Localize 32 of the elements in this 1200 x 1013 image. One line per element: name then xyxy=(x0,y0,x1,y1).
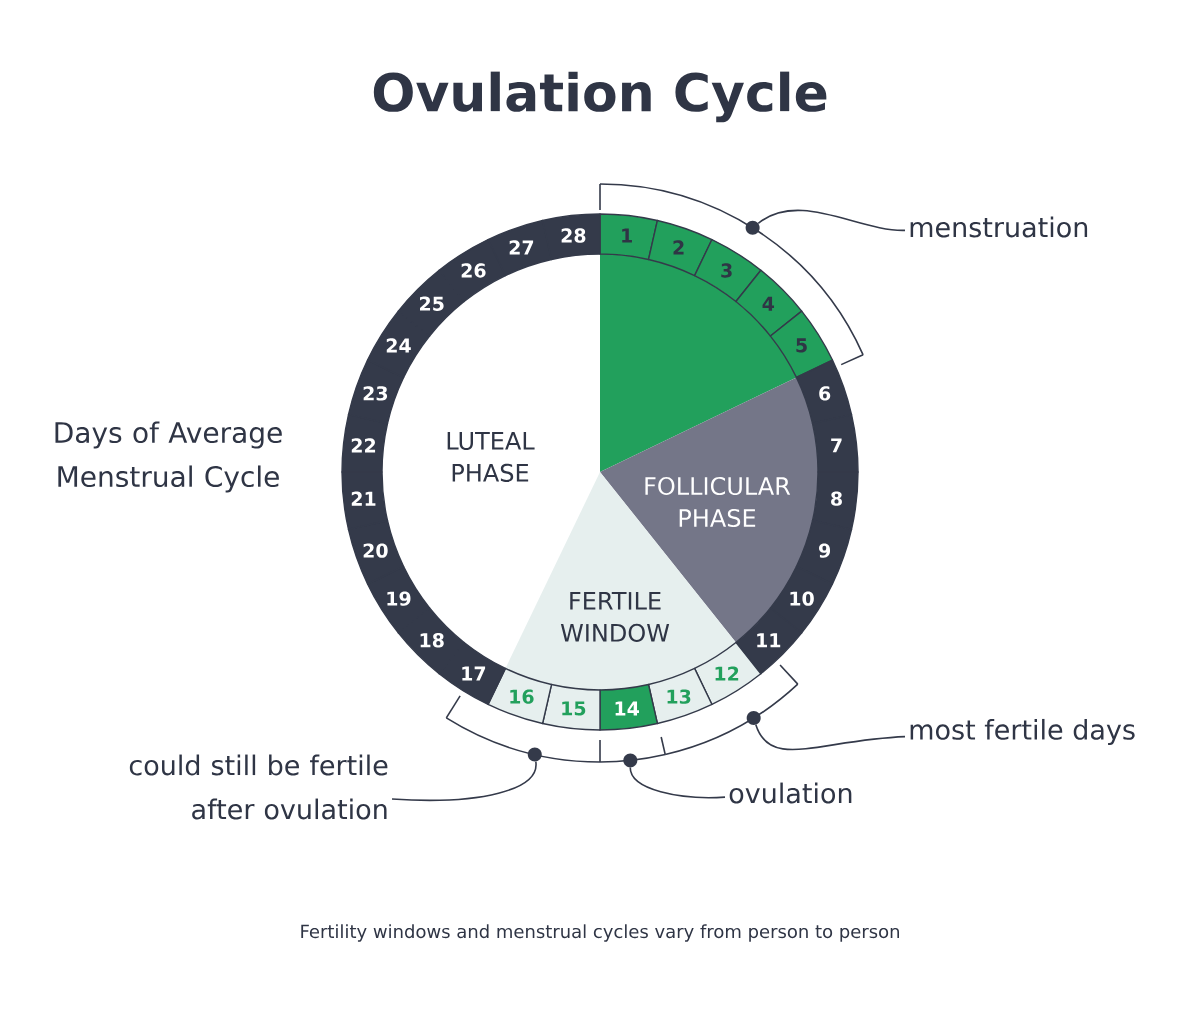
side-label: Days of Average Menstrual Cycle xyxy=(55,421,282,493)
caption: Fertility windows and menstrual cycles vary from person to person xyxy=(301,924,899,942)
callout-text: could still be fertile after ovulation xyxy=(129,754,388,820)
callout-text: ovulation xyxy=(729,782,852,804)
callout-text: most fertile days xyxy=(910,718,1135,746)
day-cell: 15 xyxy=(541,683,601,731)
day-cell: 23 xyxy=(347,359,405,425)
day-cell: 6 xyxy=(795,359,853,425)
title: Ovulation Cycle xyxy=(373,71,827,123)
bracket xyxy=(599,739,667,768)
day-cell: 21 xyxy=(341,471,389,531)
day-cell: 24 xyxy=(366,310,431,379)
leader-line xyxy=(629,766,726,799)
day-cell: 16 xyxy=(487,667,553,725)
bracket xyxy=(660,664,799,756)
callout-text: menstruation xyxy=(910,216,1088,238)
leader-line xyxy=(391,760,537,802)
leader-line xyxy=(755,724,906,751)
day-cell: 9 xyxy=(795,519,853,585)
day-cell: 8 xyxy=(811,471,859,531)
leader-line xyxy=(757,209,906,232)
day-cell: 13 xyxy=(647,667,713,725)
day-cell: 14 xyxy=(599,683,659,731)
day-cell: 5 xyxy=(769,310,834,379)
day-cell: 7 xyxy=(811,413,859,473)
day-cell: 27 xyxy=(487,219,553,277)
bracket xyxy=(599,183,864,366)
day-cell: 28 xyxy=(541,213,601,261)
day-cell: 19 xyxy=(366,565,431,634)
day-cell: 10 xyxy=(769,565,834,634)
phase-wedge xyxy=(600,254,797,472)
day-cell: 22 xyxy=(341,413,389,473)
